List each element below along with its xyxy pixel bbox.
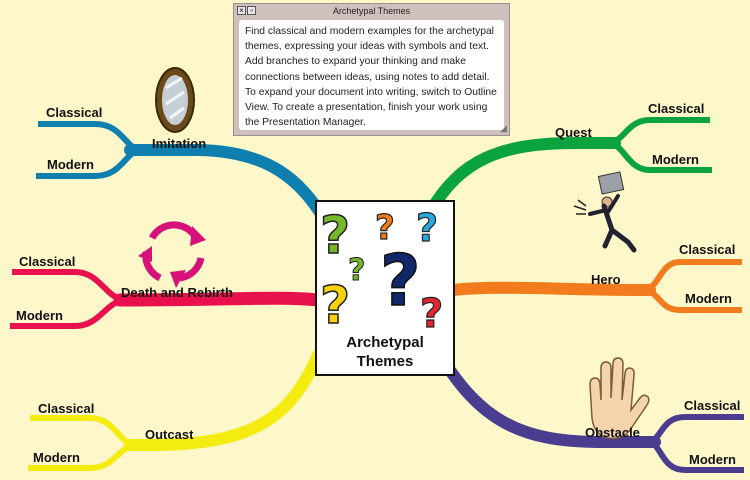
branch-obstacle[interactable] bbox=[434, 349, 744, 473]
branch-label-death-and-rebirth[interactable]: Death and Rebirth bbox=[121, 285, 233, 300]
sub-label-outcast-classical[interactable]: Classical bbox=[38, 401, 95, 416]
sub-label-obstacle-classical[interactable]: Classical bbox=[684, 398, 741, 413]
svg-text:?: ? bbox=[375, 208, 395, 248]
sub-label-hero-modern[interactable]: Modern bbox=[685, 291, 732, 306]
branch-imitation-main bbox=[124, 144, 331, 226]
svg-text:?: ? bbox=[348, 253, 365, 288]
resize-grip-icon[interactable]: ◢ bbox=[500, 123, 507, 133]
sub-label-death-and-rebirth-classical[interactable]: Classical bbox=[19, 254, 76, 269]
branch-obstacle-modern bbox=[648, 439, 744, 473]
branch-label-imitation[interactable]: Imitation bbox=[152, 136, 207, 151]
svg-text:?: ? bbox=[380, 240, 421, 322]
branch-outcast[interactable] bbox=[28, 349, 324, 471]
mirror-icon bbox=[155, 67, 195, 133]
sub-label-quest-classical[interactable]: Classical bbox=[648, 101, 705, 116]
branch-quest[interactable] bbox=[424, 117, 712, 218]
svg-text:?: ? bbox=[320, 206, 350, 266]
branch-outcast-modern bbox=[28, 442, 136, 471]
branch-label-quest[interactable]: Quest bbox=[555, 125, 592, 140]
note-text[interactable]: Find classical and modern examples for t… bbox=[239, 20, 504, 130]
central-topic-title: Archetypal Themes bbox=[346, 334, 424, 370]
sub-label-obstacle-modern[interactable]: Modern bbox=[689, 452, 736, 467]
branch-obstacle-main bbox=[434, 349, 661, 448]
branch-imitation-classical bbox=[38, 121, 141, 153]
sub-label-death-and-rebirth-modern[interactable]: Modern bbox=[16, 308, 63, 323]
sub-label-outcast-modern[interactable]: Modern bbox=[33, 450, 80, 465]
central-topic[interactable]: ? ? ? ? ? ? ? Archetypal Themes bbox=[315, 200, 455, 376]
sub-label-imitation-classical[interactable]: Classical bbox=[46, 105, 103, 120]
branch-label-outcast[interactable]: Outcast bbox=[145, 427, 194, 442]
branch-quest-classical bbox=[609, 117, 710, 146]
svg-text:?: ? bbox=[420, 291, 443, 331]
branch-outcast-main bbox=[124, 349, 324, 451]
sub-label-imitation-modern[interactable]: Modern bbox=[47, 157, 94, 172]
branch-hero[interactable] bbox=[447, 259, 742, 313]
running-man-icon bbox=[573, 171, 637, 253]
branch-imitation-modern bbox=[36, 147, 141, 179]
collapse-icon[interactable]: ▫ bbox=[247, 6, 256, 15]
sub-label-quest-modern[interactable]: Modern bbox=[652, 152, 699, 167]
branch-hero-main bbox=[447, 281, 656, 296]
note-window[interactable]: × ▫ Archetypal Themes Find classical and… bbox=[233, 3, 510, 136]
branch-outcast-classical bbox=[30, 415, 136, 448]
svg-text:?: ? bbox=[416, 206, 438, 250]
sub-label-hero-classical[interactable]: Classical bbox=[679, 242, 736, 257]
branch-death-and-rebirth-main bbox=[113, 291, 325, 307]
question-marks-icon: ? ? ? ? ? ? ? bbox=[320, 205, 444, 331]
branch-hero-classical bbox=[643, 259, 742, 293]
branch-death-and-rebirth-classical bbox=[12, 269, 126, 303]
branch-quest-main bbox=[424, 137, 621, 218]
svg-text:?: ? bbox=[320, 276, 350, 331]
branch-death-and-rebirth-modern bbox=[10, 297, 126, 329]
branch-death-and-rebirth[interactable] bbox=[10, 269, 325, 329]
note-title: Archetypal Themes bbox=[332, 6, 411, 16]
cycle-arrowheads bbox=[138, 226, 206, 288]
raised-hand-icon bbox=[589, 357, 650, 440]
branch-obstacle-classical bbox=[648, 414, 744, 445]
branch-label-obstacle[interactable]: Obstacle bbox=[585, 425, 640, 440]
branch-label-hero[interactable]: Hero bbox=[591, 272, 621, 287]
branch-quest-modern bbox=[608, 140, 712, 173]
close-icon[interactable]: × bbox=[237, 6, 246, 15]
branch-hero-modern bbox=[644, 287, 742, 313]
